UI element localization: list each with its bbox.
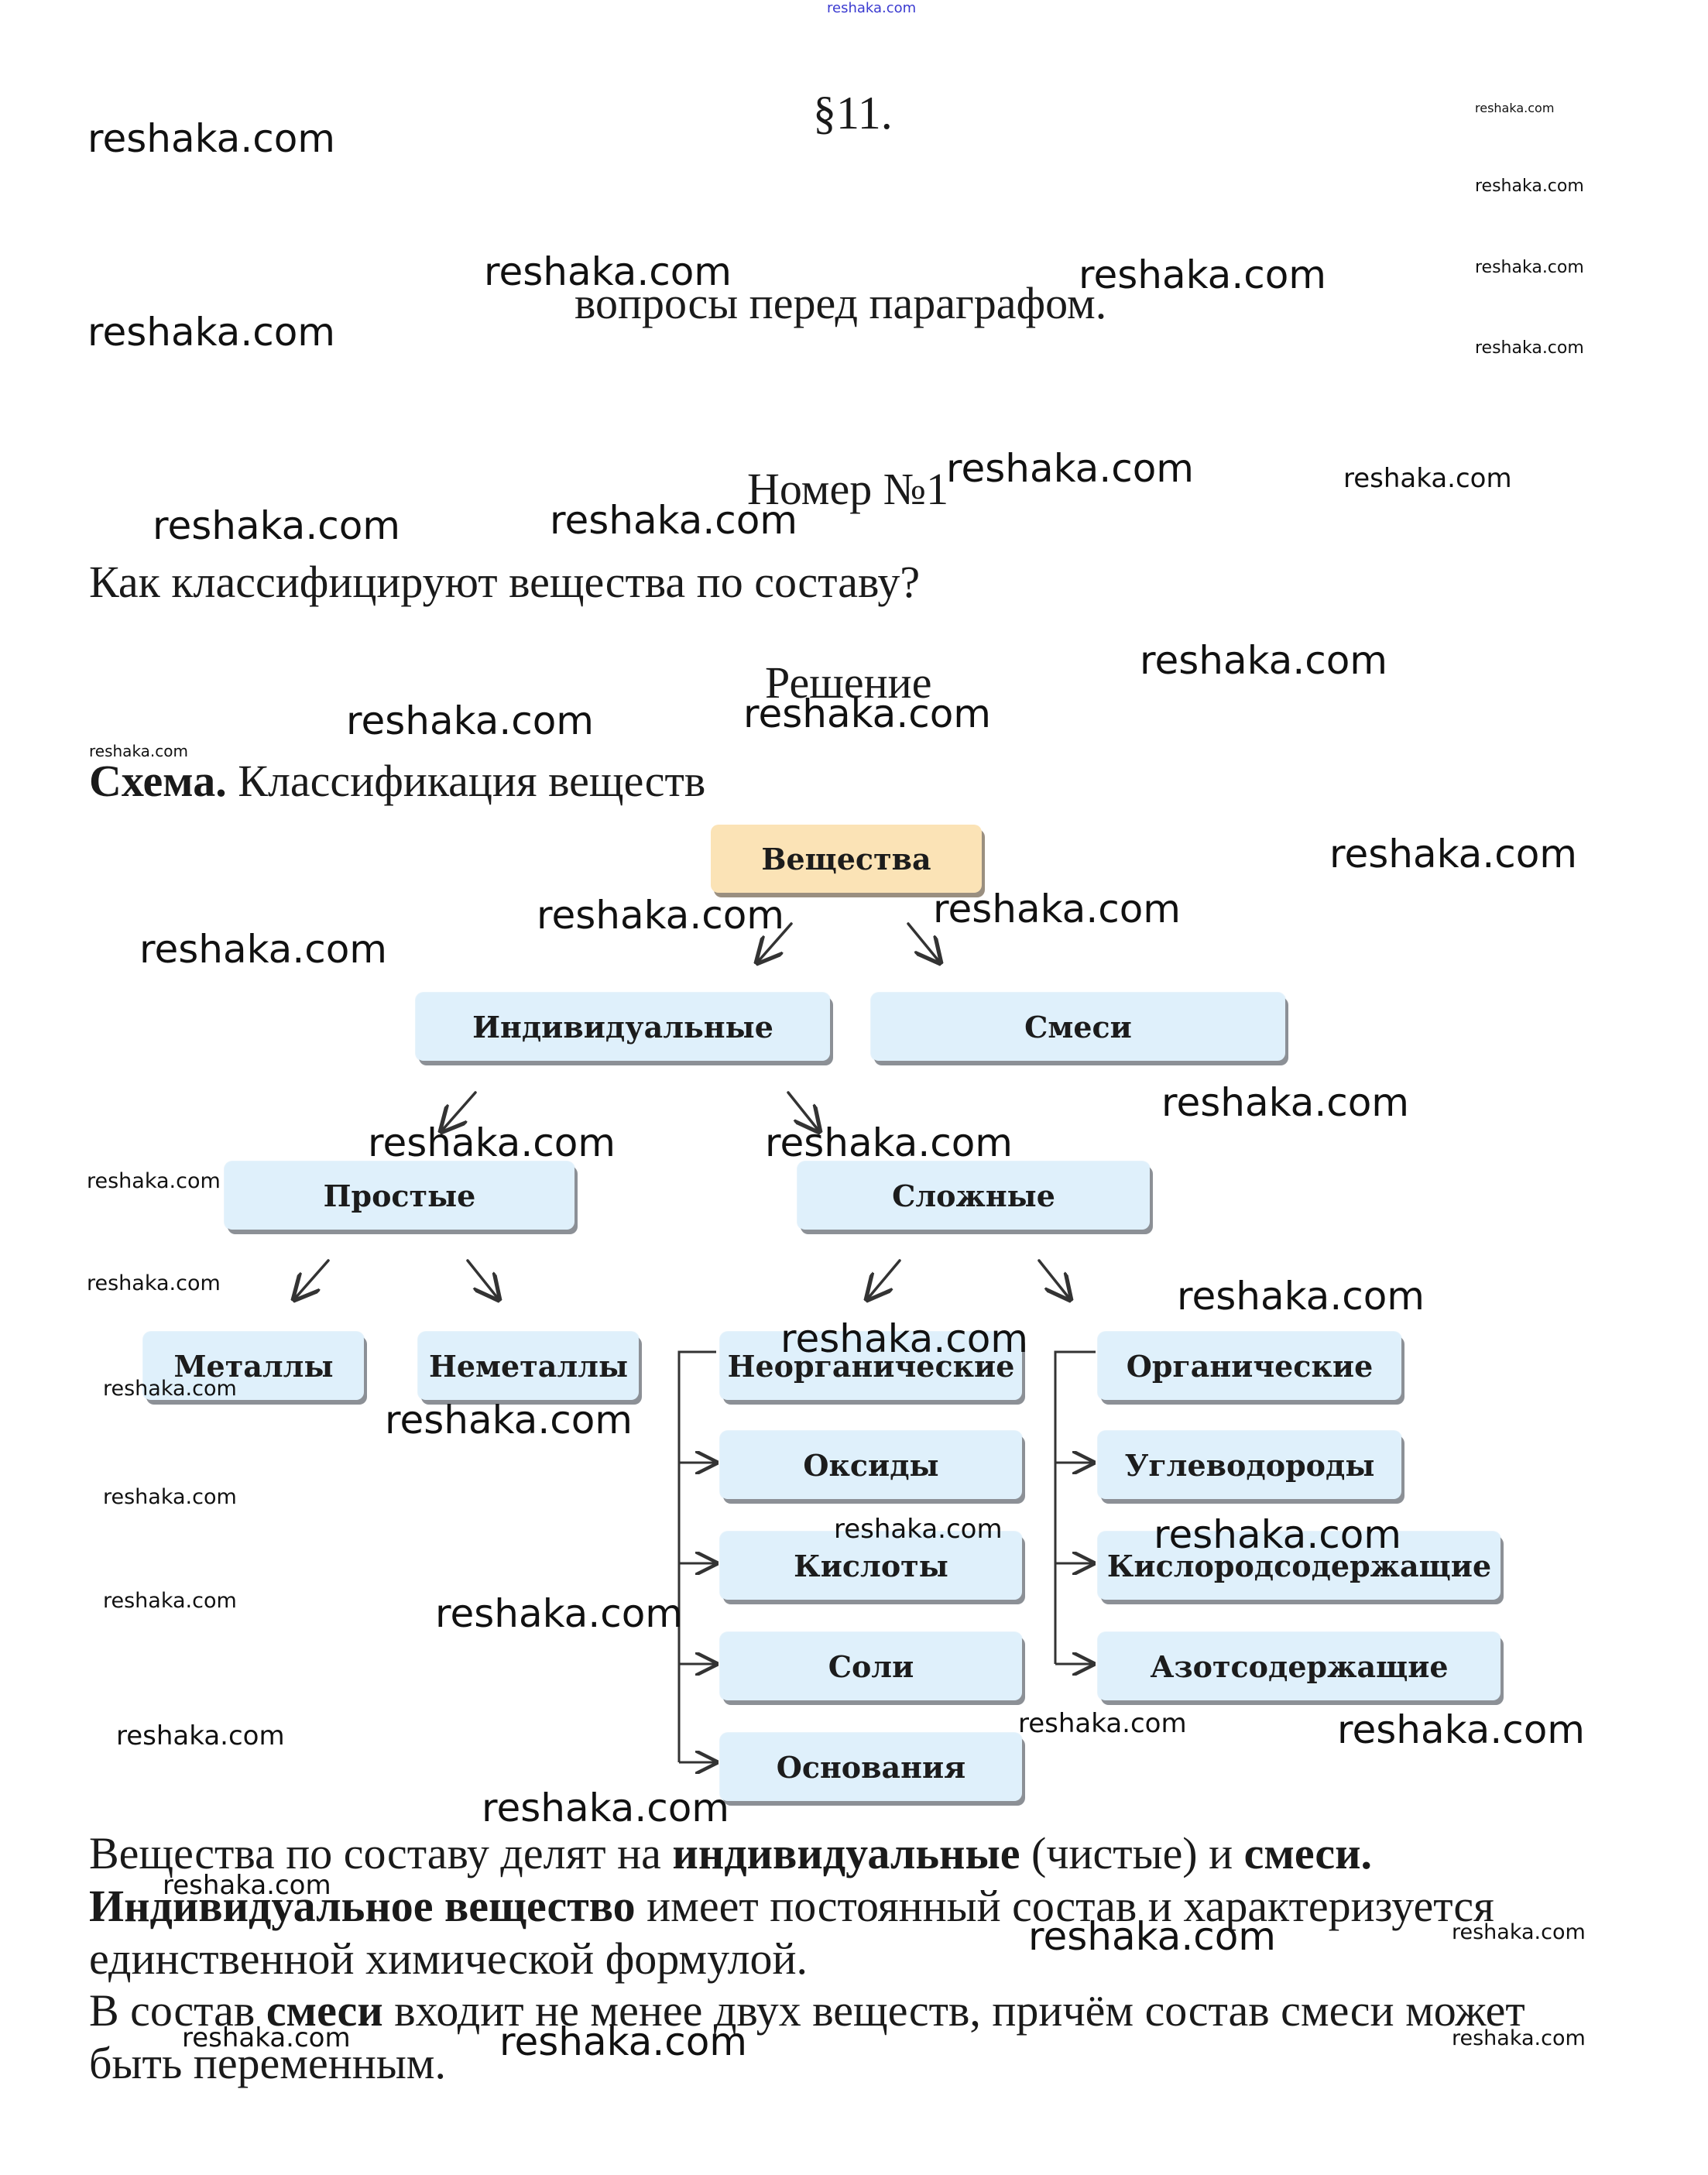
watermark: reshaka.com: [482, 1786, 729, 1830]
watermark: reshaka.com: [484, 249, 732, 294]
watermark: reshaka.com: [103, 1377, 237, 1401]
watermark: reshaka.com: [933, 887, 1181, 931]
scheme-caption: Схема. Классификация веществ: [89, 755, 705, 807]
watermark: reshaka.com: [1337, 1707, 1585, 1752]
watermark: reshaka.com: [1161, 1080, 1409, 1125]
watermark: reshaka.com: [743, 691, 991, 736]
watermark: reshaka.com: [87, 116, 335, 161]
node-acids: Кислоты: [720, 1532, 1022, 1600]
p3-text-1: В состав: [89, 1985, 266, 2036]
watermark: reshaka.com: [346, 698, 594, 743]
p1-text-1: Вещества по составу делят на: [89, 1828, 673, 1878]
top-watermark: reshaka.com: [827, 0, 917, 16]
arrow-root-individual: [757, 922, 793, 962]
arrow-complex-organic: [1037, 1259, 1070, 1299]
watermark: reshaka.com: [1079, 252, 1326, 297]
watermark: reshaka.com: [385, 1398, 633, 1443]
watermark: reshaka.com: [1452, 2026, 1586, 2050]
watermark: reshaka.com: [1475, 177, 1584, 196]
watermark: reshaka.com: [103, 1485, 237, 1509]
watermark: reshaka.com: [1343, 463, 1512, 494]
watermark: reshaka.com: [1452, 1920, 1586, 1944]
watermark: reshaka.com: [1028, 1914, 1276, 1959]
scheme-caption-bold: Схема.: [89, 756, 227, 806]
watermark: reshaka.com: [163, 1870, 331, 1901]
arrow-simple-nonmetals: [466, 1259, 499, 1299]
node-complex: Сложные: [797, 1161, 1150, 1230]
node-individual: Индивидуальные: [416, 993, 830, 1061]
watermark: reshaka.com: [1329, 832, 1577, 877]
node-simple: Простые: [225, 1161, 574, 1230]
p2-bold-1: Индивидуальное вещество: [89, 1881, 636, 1931]
node-mixtures: Смеси: [871, 993, 1285, 1061]
arrow-complex-inorganic: [867, 1259, 901, 1299]
watermark: reshaka.com: [1140, 638, 1387, 683]
watermark: reshaka.com: [139, 927, 387, 972]
watermark: reshaka.com: [499, 2019, 747, 2064]
watermark: reshaka.com: [1475, 101, 1555, 115]
p3-text-2: входит не менее двух веществ, причём сос…: [89, 1985, 1525, 2088]
p1-text-2: (чистые) и: [1020, 1828, 1244, 1878]
watermark: reshaka.com: [946, 446, 1194, 491]
watermark: reshaka.com: [1154, 1512, 1401, 1557]
p1-bold-2: смеси.: [1243, 1828, 1373, 1878]
answer-paragraph-3: В состав смеси входит не менее двух веще…: [89, 1985, 1607, 2090]
node-oxides: Оксиды: [720, 1431, 1022, 1499]
arrow-individual-complex: [787, 1091, 819, 1131]
answer-paragraph-1: Вещества по составу делят на индивидуаль…: [89, 1827, 1607, 1880]
watermark: reshaka.com: [87, 1169, 221, 1193]
node-metals: Металлы: [143, 1332, 364, 1400]
watermark: reshaka.com: [87, 310, 335, 355]
watermark: reshaka.com: [368, 1120, 616, 1165]
watermark: reshaka.com: [550, 498, 797, 543]
watermark: reshaka.com: [182, 2022, 351, 2053]
watermark: reshaka.com: [87, 1271, 221, 1295]
node-oxygen-containing: Кислородсодержащие: [1098, 1532, 1501, 1600]
watermark: reshaka.com: [103, 1589, 237, 1613]
p3-bold-1: смеси: [266, 1985, 383, 2036]
node-bases: Основания: [720, 1733, 1022, 1801]
watermark: reshaka.com: [780, 1316, 1028, 1361]
section-subtitle: вопросы перед параграфом.: [574, 278, 1107, 328]
watermark: reshaka.com: [537, 893, 784, 938]
watermark: reshaka.com: [153, 503, 400, 548]
p1-bold-1: индивидуальные: [672, 1828, 1020, 1878]
watermark: reshaka.com: [1475, 338, 1584, 358]
watermark: reshaka.com: [435, 1591, 683, 1636]
question-number: Номер №1: [747, 464, 949, 514]
watermark: reshaka.com: [765, 1120, 1013, 1165]
node-substances: Вещества: [711, 825, 982, 893]
node-nonmetals: Неметаллы: [418, 1332, 639, 1400]
watermark: reshaka.com: [1018, 1708, 1187, 1739]
node-inorganic: Неорганические: [720, 1332, 1022, 1400]
solution-label: Решение: [765, 657, 932, 708]
watermark: reshaka.com: [1177, 1274, 1425, 1319]
inorganic-bracket: [677, 1350, 716, 1762]
watermark: reshaka.com: [89, 742, 188, 760]
organic-bracket: [1054, 1350, 1096, 1664]
p2-text-1: имеет постоянный состав и характеризуетс…: [89, 1881, 1494, 1984]
watermark: reshaka.com: [834, 1514, 1003, 1545]
answer-paragraph-2: Индивидуальное вещество имеет постоянный…: [89, 1880, 1607, 1985]
section-number: §11.: [813, 87, 893, 139]
node-hydrocarbons: Углеводороды: [1098, 1431, 1401, 1499]
scheme-caption-title: Классификация веществ: [226, 756, 706, 806]
node-nitrogen-containing: Азотсодержащие: [1098, 1632, 1501, 1700]
arrow-root-mixtures: [907, 922, 940, 962]
arrow-individual-simple: [441, 1091, 477, 1131]
arrow-simple-metals: [294, 1259, 330, 1299]
node-salts: Соли: [720, 1632, 1022, 1700]
node-organic: Органические: [1098, 1332, 1401, 1400]
watermark: reshaka.com: [116, 1720, 285, 1751]
watermark: reshaka.com: [1475, 258, 1584, 277]
question-text: Как классифицируют вещества по составу?: [89, 557, 921, 607]
